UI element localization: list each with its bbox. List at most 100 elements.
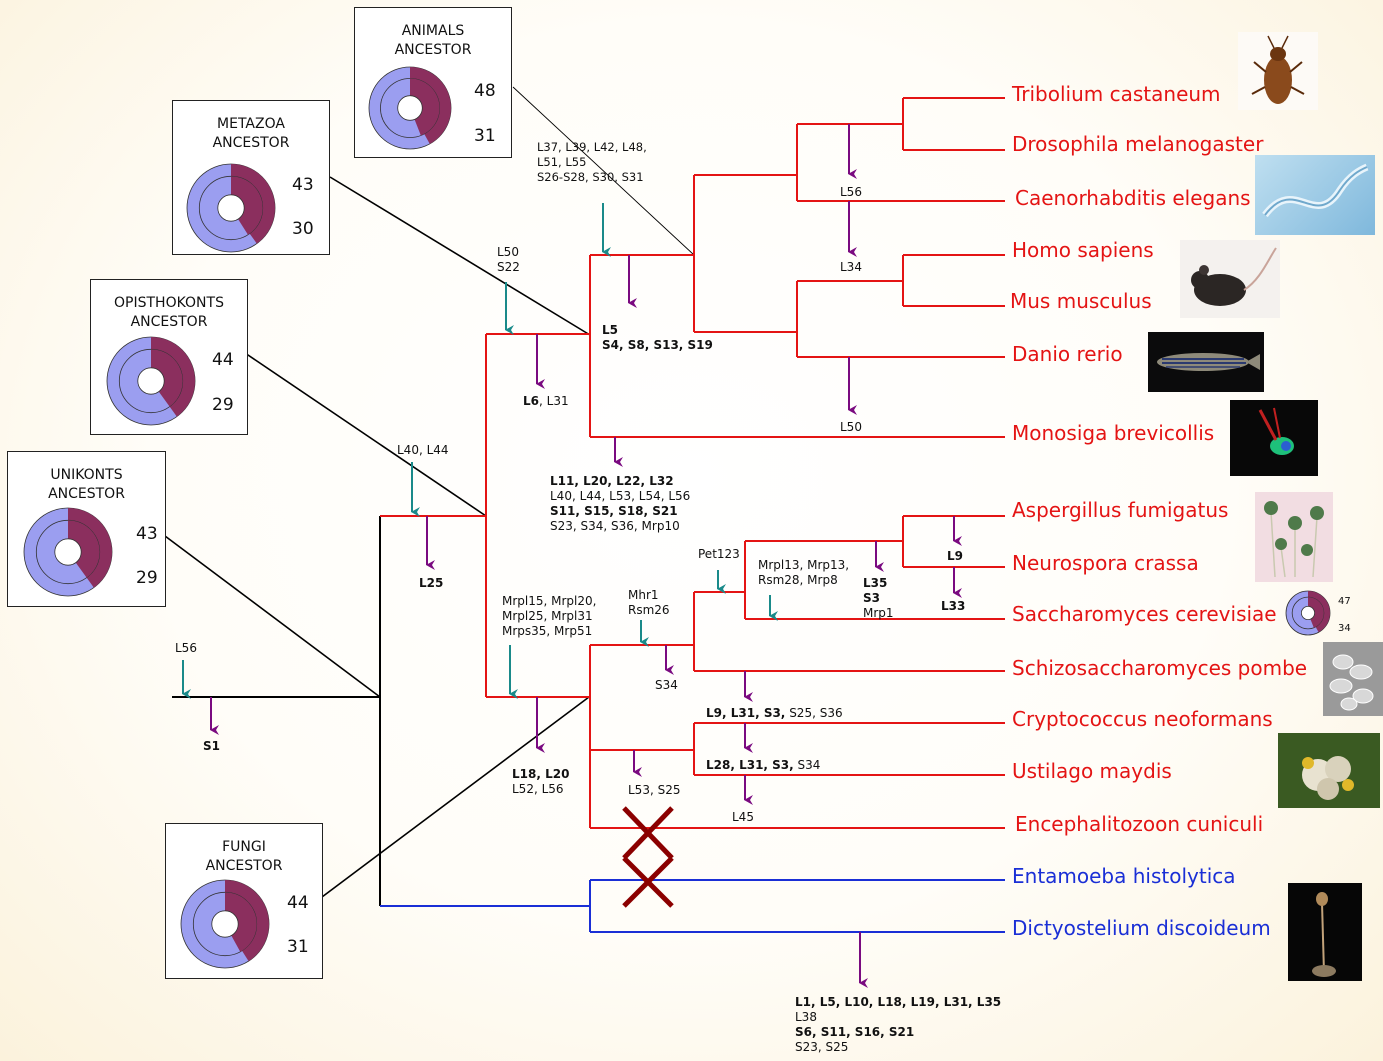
species-ustilago: Ustilago maydis (1012, 759, 1172, 783)
donut-outer-segment (231, 164, 275, 244)
species-tribolium: Tribolium castaneum (1012, 82, 1221, 106)
yeast-top-value: 47 (1338, 596, 1351, 607)
species-drosophila: Drosophila melanogaster (1012, 132, 1264, 156)
species-saccharomyces: Saccharomyces cerevisiae (1012, 602, 1277, 626)
donut-inner-segment (225, 892, 257, 952)
vertebrate-loss-label: L34 (840, 260, 862, 274)
donut-hole (54, 538, 82, 566)
animals-top-value: 48 (474, 81, 496, 101)
zebrafish-photo (1148, 332, 1264, 392)
holozoa-loss-label: L11, L20, L22, L32 L40, L44, L53, L54, L… (550, 474, 691, 533)
donut-inner-segment (68, 520, 100, 578)
species-encephalitozoon: Encephalitozoon cuniculi (1015, 812, 1264, 836)
nematode-photo (1255, 155, 1375, 235)
donut-hole (137, 367, 165, 395)
opisthokonts-bottom-value: 29 (212, 395, 234, 415)
fission-yeast-photo (1323, 642, 1383, 716)
donut-outer-segment (151, 337, 195, 417)
backbone-branches (172, 516, 381, 906)
donut-inner-segment (410, 78, 440, 136)
danio-loss-label: L50 (840, 420, 862, 434)
cryptococcus-loss-label: L9, L31, S3, S25, S36 (706, 706, 843, 720)
corn-smut-photo (1278, 733, 1380, 808)
aspergillus-photo (1255, 492, 1333, 582)
microsporidia-loss-label: L53, S25 (628, 783, 681, 797)
opisthokonts-top-value: 44 (212, 350, 234, 370)
donut-inner-segment (151, 349, 183, 407)
neurospora-loss-label: L9 (947, 549, 963, 563)
fungi-donut-chart (180, 879, 270, 969)
unikonts-bottom-value: 29 (136, 568, 158, 588)
species-caenorhabditis: Caenorhabditis elegans (1015, 186, 1251, 210)
metazoa-bottom-value: 30 (292, 219, 314, 239)
species-entamoeba: Entamoeba histolytica (1012, 864, 1236, 888)
unikonts-top-value: 43 (136, 524, 158, 544)
fungi-top-value: 44 (287, 893, 309, 913)
species-homo: Homo sapiens (1012, 238, 1154, 262)
opisthokont-loss-label: L6, L31 (523, 394, 569, 408)
donut-hole (211, 910, 239, 938)
choanoflagellate-photo (1230, 400, 1318, 476)
outgroup-loss-label: S1 (203, 739, 220, 753)
metazoa-donut-chart (186, 163, 276, 253)
species-schizosaccharomyces: Schizosaccharomyces pombe (1012, 656, 1308, 680)
dikarya-loss-label: S34 (655, 678, 678, 692)
amoebozoa-branches (380, 879, 1005, 933)
opisthokont-branches (380, 97, 1005, 829)
unikonts-donut-chart (23, 507, 113, 597)
beetle-photo (1238, 32, 1318, 110)
donut-hole (1300, 605, 1315, 620)
unikont-gain-label: L40, L44 (397, 443, 449, 457)
yeast-donut-chart (1285, 590, 1331, 636)
species-monosiga: Monosiga brevicollis (1012, 421, 1215, 445)
unikont-loss-label: L25 (419, 576, 444, 590)
pezizo-loss-label: L35 S3 Mrp1 (863, 576, 894, 620)
species-neurospora: Neurospora crassa (1012, 551, 1199, 575)
donut-hole (217, 194, 245, 222)
ancestor-connectors (164, 86, 695, 898)
outgroup-gain-label: L56 (175, 641, 197, 655)
donut-inner-segment (231, 176, 263, 235)
slime-mold-photo (1288, 883, 1362, 981)
donut-hole (397, 95, 423, 121)
insect-loss-label: L56 (840, 185, 862, 199)
species-aspergillus: Aspergillus fumigatus (1012, 498, 1229, 522)
species-mus: Mus musculus (1010, 289, 1152, 313)
opisthokonts-donut-chart (106, 336, 196, 426)
pezizo-gain-label: Pet123 (698, 547, 740, 561)
metazoa-top-value: 43 (292, 175, 314, 195)
animals-donut-chart (368, 66, 452, 150)
loss-arrows (210, 124, 962, 988)
donut-outer-segment (68, 508, 112, 588)
donut-outer-segment (225, 880, 269, 962)
ustilago-loss-label: L45 (732, 810, 754, 824)
species-cryptococcus: Cryptococcus neoformans (1012, 707, 1273, 731)
donut-inner-segment (1308, 597, 1324, 628)
fungi-bottom-value: 31 (287, 937, 309, 957)
animals-bottom-value: 31 (474, 126, 496, 146)
species-danio: Danio rerio (1012, 342, 1123, 366)
yeast-bottom-value: 34 (1338, 623, 1351, 634)
donut-outer-segment (1308, 591, 1330, 633)
neurospora-loss-label-2: L33 (941, 599, 966, 613)
species-dictyostelium: Dictyostelium discoideum (1012, 916, 1271, 940)
gain-arrows (182, 203, 778, 699)
ustilago-branch-loss-label: L28, L31, S3, S34 (706, 758, 821, 772)
